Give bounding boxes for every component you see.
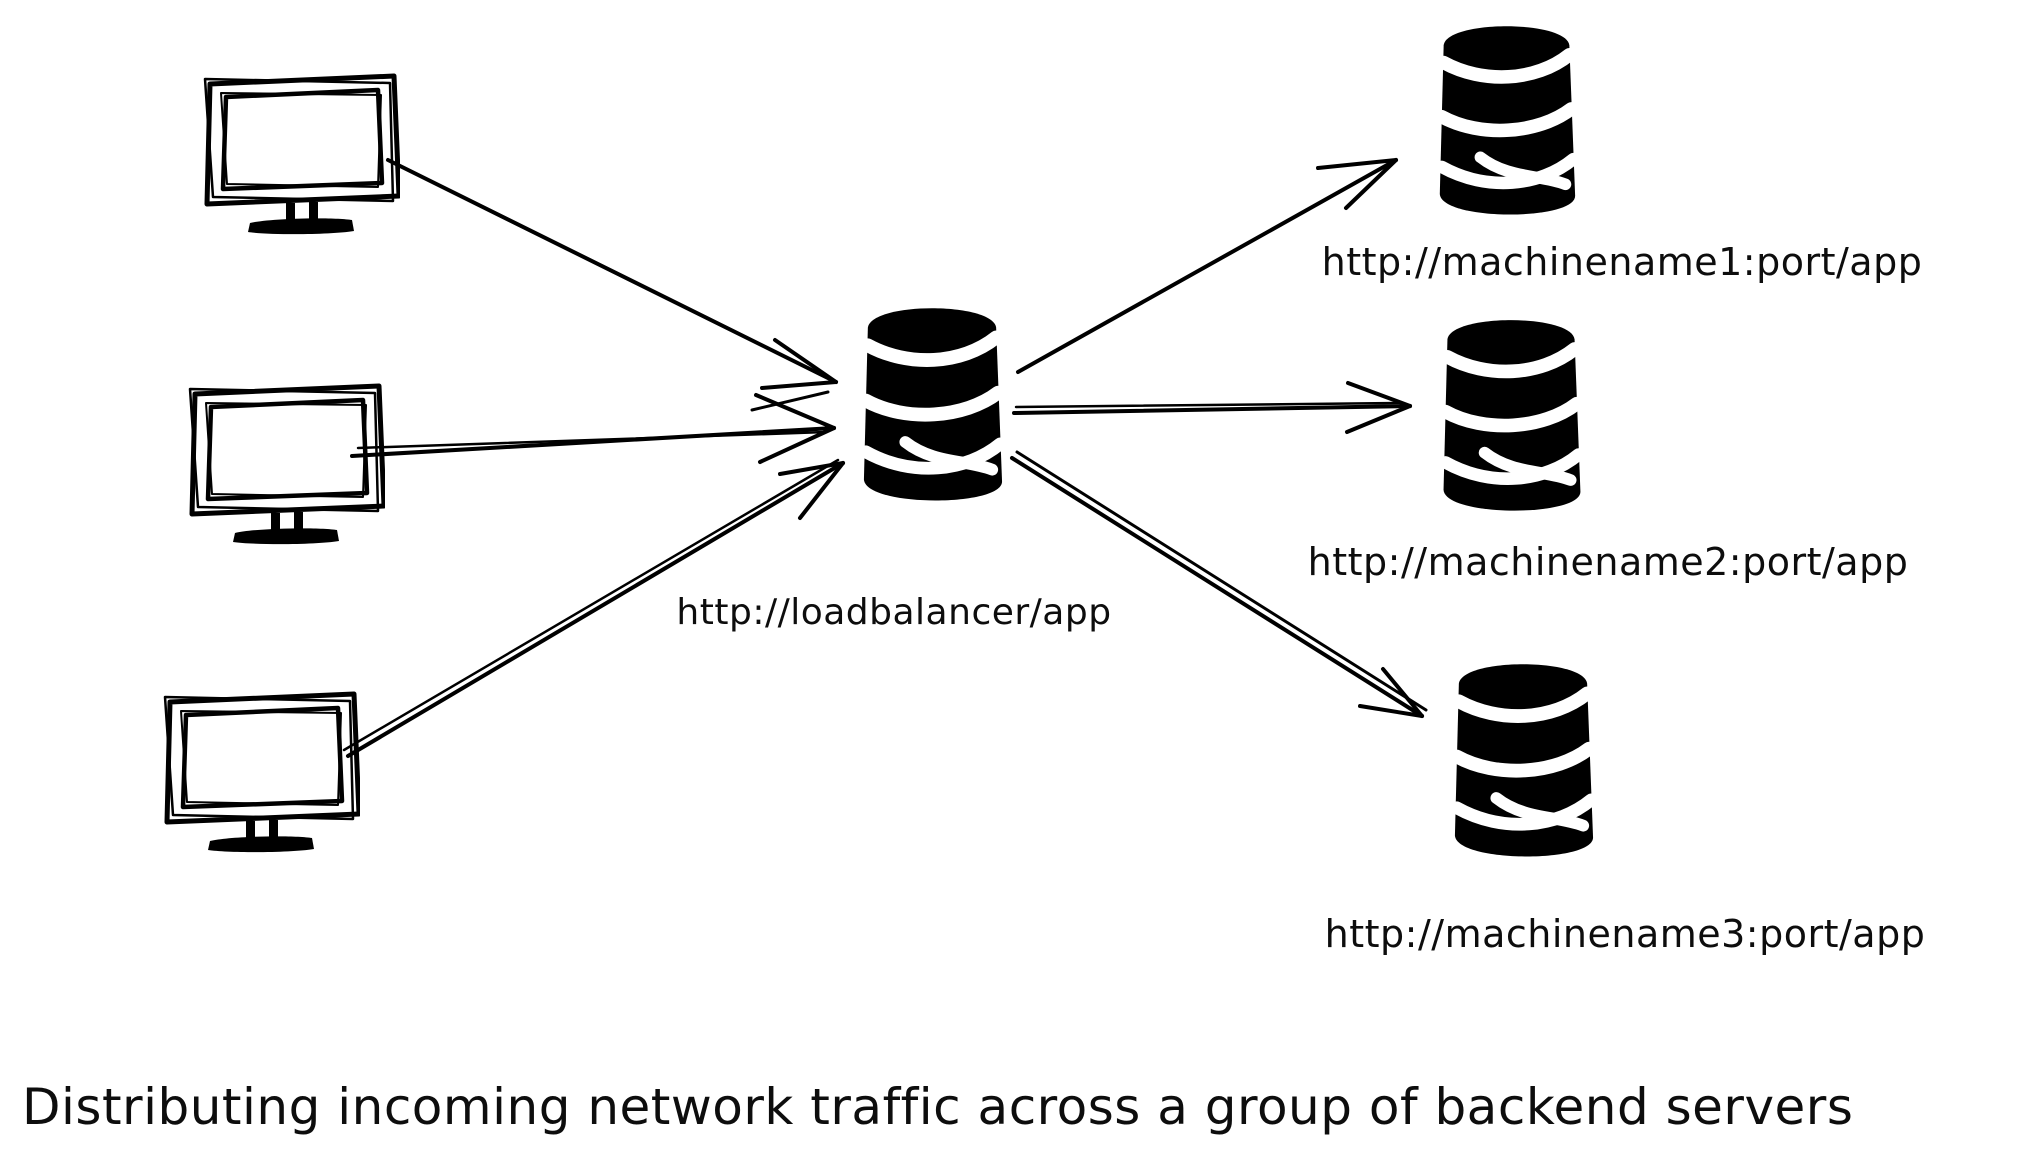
arrow-loadbalancer-to-server3: [1010, 450, 1428, 718]
arrow-client3-to-loadbalancer: [342, 458, 845, 758]
arrow-loadbalancer-to-server1: [1016, 158, 1398, 374]
database-cylinder-icon: [1444, 320, 1581, 510]
server2-url-label: http://machinename2:port/app: [1307, 540, 1909, 584]
database-cylinder-icon: [864, 308, 1002, 500]
server3-url-label: http://machinename3:port/app: [1324, 912, 1926, 956]
monitor-icon: [190, 386, 384, 544]
database-cylinder-icon: [1455, 664, 1593, 856]
monitor-icon: [165, 694, 359, 852]
arrow-client1-to-loadbalancer: [386, 158, 838, 412]
load-balancer-url-label: http://loadbalancer/app: [676, 592, 1112, 633]
monitor-icon: [205, 76, 399, 234]
server1-url-label: http://machinename1:port/app: [1321, 240, 1923, 284]
arrow-loadbalancer-to-server2: [1012, 381, 1412, 434]
database-cylinder-icon: [1440, 26, 1575, 214]
arrow-client2-to-loadbalancer: [350, 393, 836, 464]
diagram-caption: Distributing incoming network traffic ac…: [22, 1078, 1854, 1136]
